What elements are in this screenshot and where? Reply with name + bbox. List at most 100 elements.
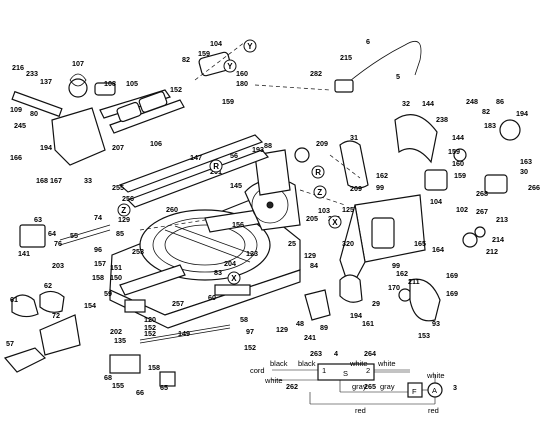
- part-callout: 166: [10, 153, 22, 162]
- part-callout: 245: [14, 121, 26, 130]
- part-callout: 29: [372, 299, 380, 308]
- part-callout: 203: [52, 261, 64, 270]
- part-callout: 109: [10, 105, 22, 114]
- part-callout: 33: [84, 176, 92, 185]
- part-callout: 152: [144, 323, 156, 332]
- reference-letter: Z: [317, 188, 322, 197]
- reference-circle: [311, 165, 325, 179]
- part-callout: 66: [136, 388, 144, 397]
- part-callout: 207: [112, 143, 124, 152]
- part-callout: 266: [528, 183, 540, 192]
- part-callout: 170: [388, 283, 400, 292]
- part-callout: 25: [288, 239, 296, 248]
- reference-mark: Y: [243, 39, 257, 53]
- part-callout: 60: [208, 293, 216, 302]
- reference-mark: Z: [117, 203, 131, 217]
- part-callout: 74: [94, 213, 102, 222]
- reference-mark: R: [209, 159, 223, 173]
- part-callout: 57: [6, 339, 14, 348]
- part-callout: 86: [496, 97, 504, 106]
- reference-circle: [117, 203, 131, 217]
- part-callout: 105: [126, 79, 138, 88]
- reference-letter: Z: [121, 206, 126, 215]
- part-callout: 158: [148, 363, 160, 372]
- part-callout: 6: [366, 37, 370, 46]
- part-callout: 64: [48, 229, 56, 238]
- motor-housing: [339, 114, 438, 292]
- part-callout: 30: [520, 167, 528, 176]
- part-callout: 125: [342, 205, 354, 214]
- reference-circle: [209, 159, 223, 173]
- part-callout: 209: [316, 139, 328, 148]
- part-callout: 99: [376, 183, 384, 192]
- part-callout: 159: [222, 97, 234, 106]
- power-cord: [334, 41, 422, 93]
- part-callout: 129: [118, 215, 130, 224]
- lower-parts: [109, 299, 231, 387]
- part-callout: 55: [70, 231, 78, 240]
- part-callout: 205: [306, 214, 318, 223]
- reference-mark: X: [328, 215, 342, 229]
- part-callout: 153: [418, 331, 430, 340]
- part-callout: 99: [392, 261, 400, 270]
- part-callout: 48: [296, 319, 304, 328]
- reference-circle: [243, 39, 257, 53]
- wire-black-label-2: black: [298, 359, 316, 368]
- reference-mark: Z: [313, 185, 327, 199]
- part-callout: 169: [446, 289, 458, 298]
- part-callout: 137: [40, 77, 52, 86]
- part-callout: 256: [122, 194, 134, 203]
- part-callout: 212: [486, 247, 498, 256]
- part-callout: 108: [104, 79, 116, 88]
- reference-mark: X: [227, 271, 241, 285]
- part-callout: 147: [190, 153, 202, 162]
- part-callout: 263: [310, 349, 322, 358]
- part-callout: 268: [476, 189, 488, 198]
- right-small-parts: [294, 119, 521, 322]
- part-callout: 5: [396, 72, 400, 81]
- part-callout: 145: [230, 181, 242, 190]
- reference-circle: [227, 271, 241, 285]
- wire-black-label-1: black: [270, 359, 288, 368]
- wire-red-label-2: red: [428, 406, 439, 415]
- blade-guard-assembly: [244, 149, 301, 231]
- part-callout: 82: [482, 107, 490, 116]
- part-callout: 150: [110, 273, 122, 282]
- part-callout: 169: [446, 271, 458, 280]
- part-callout: 154: [84, 301, 96, 310]
- part-callout: 183: [484, 121, 496, 130]
- part-callout: 104: [210, 39, 222, 48]
- part-callout: 72: [52, 311, 60, 320]
- part-callout: 151: [110, 263, 122, 272]
- part-callout: 96: [94, 245, 102, 254]
- part-callout: 3: [453, 383, 457, 392]
- part-callout: 155: [112, 381, 124, 390]
- part-callout: 120: [144, 315, 156, 324]
- part-callout: 141: [18, 249, 30, 258]
- part-callout: 102: [456, 205, 468, 214]
- part-callout: 211: [408, 277, 420, 286]
- part-callout: 58: [240, 315, 248, 324]
- part-callout: 159: [198, 49, 210, 58]
- part-callout: 163: [520, 157, 532, 166]
- part-callout: 215: [340, 53, 352, 62]
- part-callout: 253: [132, 247, 144, 256]
- armature-a-label: A: [432, 386, 437, 395]
- part-callout: 104: [430, 197, 442, 206]
- part-callout: 164: [432, 245, 444, 254]
- part-callout: 84: [310, 261, 318, 270]
- part-callout: 194: [40, 143, 52, 152]
- part-callout: 85: [116, 229, 124, 238]
- part-callout: 214: [492, 235, 504, 244]
- part-callout: 76: [54, 239, 62, 248]
- part-callout: 129: [304, 251, 316, 260]
- part-callout: 107: [72, 59, 84, 68]
- part-callout: 267: [476, 207, 488, 216]
- part-callout: 149: [178, 329, 190, 338]
- reference-letter: X: [231, 274, 237, 283]
- part-callout: 180: [236, 79, 248, 88]
- part-callout: 97: [246, 327, 254, 336]
- part-callout: 152: [170, 85, 182, 94]
- part-callout: 241: [304, 333, 316, 342]
- part-callout: 255: [112, 183, 124, 192]
